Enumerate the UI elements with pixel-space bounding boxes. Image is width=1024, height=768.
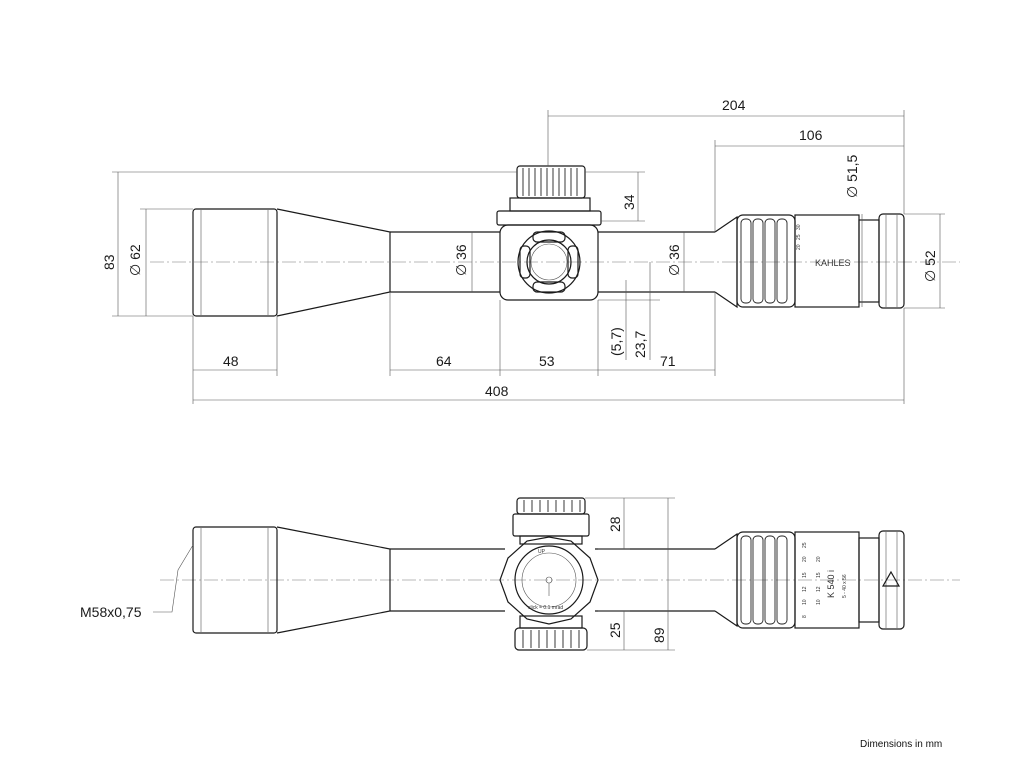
dim-5-7: (5,7) [608,327,624,356]
dim-408: 408 [485,383,509,399]
dimensions-note: Dimensions in mm [860,739,942,750]
model-label: K 540 i [826,570,836,598]
model-sub-label: 5 - 40 x 56 [842,574,848,598]
dim-53: 53 [539,353,555,369]
mag-scale-30: 30 [796,224,802,230]
top-mag-15: 15 [802,572,808,578]
mag-scale-25: 25 [796,234,802,240]
mag-scale-20: 20 [796,244,802,250]
thread-callout: M58x0,75 [80,544,194,620]
top-mag-25: 25 [802,542,808,548]
dim-diameter-51-5: ∅ 51,5 [844,154,860,198]
top-mag-left-20: 20 [816,556,822,562]
top-mag-left-10: 10 [816,599,822,605]
top-mag-left-15: 15 [816,572,822,578]
dim-89: 89 [651,627,667,643]
dim-23-7: 23,7 [632,331,648,358]
brand-label: KAHLES [815,258,851,268]
top-objective [192,526,391,634]
dim-28: 28 [607,516,623,532]
thread-label: M58x0,75 [80,604,142,620]
dim-48: 48 [223,353,239,369]
side-objective [192,208,391,317]
dim-64: 64 [436,353,452,369]
dim-71: 71 [660,353,676,369]
dim-diameter-36-left: ∅ 36 [453,244,469,276]
top-mag-20: 20 [802,556,808,562]
dim-34: 34 [621,194,637,210]
dim-diameter-62: ∅ 62 [127,244,143,276]
side-eyepiece: KAHLES 30 25 20 [714,213,905,309]
side-main-tube [390,231,715,293]
top-mag-12: 12 [802,586,808,592]
dim-25: 25 [607,622,623,638]
turret-click-label: click = 0.1 mrad [528,605,563,611]
top-view: UP click = 0.1 mrad [80,497,960,651]
dim-106: 106 [799,127,823,143]
side-dimension-lines [112,110,945,404]
top-mag-8: 8 [802,615,808,618]
side-view: KAHLES 30 25 20 [101,97,960,404]
side-saddle-turret [496,165,602,301]
top-mag-10: 10 [802,599,808,605]
top-mag-left-12: 12 [816,586,822,592]
triangle-marker-icon [881,570,901,587]
top-turrets: UP click = 0.1 mrad [499,497,599,651]
top-dimension-lines [585,497,675,651]
dim-204: 204 [722,97,746,113]
dim-83: 83 [101,254,117,270]
dim-diameter-36-right: ∅ 36 [666,244,682,276]
top-eyepiece: K 540 i 5 - 40 x 56 25 20 15 12 10 8 20 … [714,530,905,630]
dim-diameter-52: ∅ 52 [922,250,938,282]
turret-up-label: UP [538,549,546,555]
